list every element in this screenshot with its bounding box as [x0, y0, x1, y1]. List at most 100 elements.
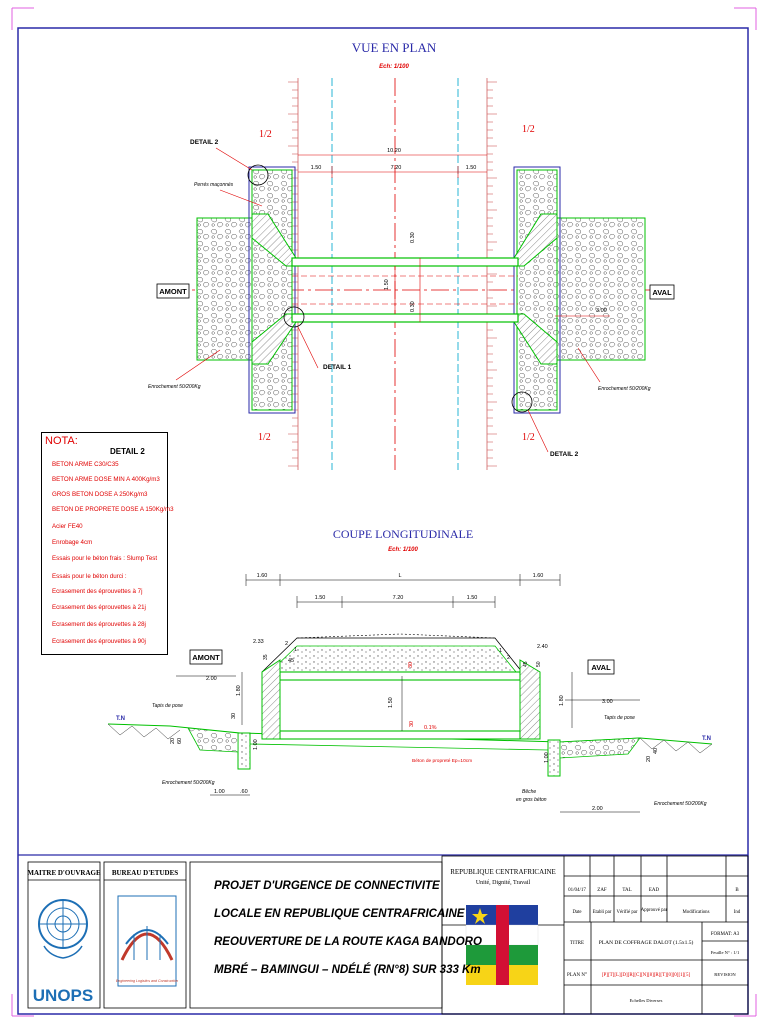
plan-dim-wall-top: 0.30: [410, 232, 416, 243]
sec-dim-mid-left: 1.50: [315, 595, 326, 601]
notes-title: NOTA:: [45, 435, 78, 447]
corner-marks: [11, 7, 757, 1017]
note-line: Essais pour le béton durci :: [52, 573, 127, 580]
amont-label-section: AMONT: [192, 653, 220, 662]
section-title: COUPE LONGITUDINALE: [333, 527, 473, 541]
amont-label-plan: AMONT: [159, 287, 187, 296]
headwall-right-section: [519, 659, 541, 740]
amont-tag-plan: [156, 283, 190, 299]
note-line: Ecrasement des éprouvettes à 7j: [52, 588, 143, 595]
note-line: BETON ARME DOSE MIN A 400Kg/m3: [52, 476, 160, 483]
sec-dim-slab-top: 30: [408, 662, 414, 668]
topsoil-right: Tapis de pose: [604, 715, 635, 721]
slope-ticks-right: [487, 81, 497, 467]
plan-dim-apron: 3.00: [596, 308, 607, 314]
hdr-index: Ind: [734, 910, 741, 915]
headwall-left-frame: [248, 166, 296, 414]
section-dimension-lines: [245, 574, 561, 608]
project-line-4: MBRÉ – BAMINGUI – NDÉLÉ (RN°8) SUR 333 K…: [214, 964, 481, 976]
sec-dim-50-right: 50: [536, 661, 542, 667]
consultant-logo-text: Engineering Logistics and Construction: [116, 979, 178, 983]
ground-hatch-left: [107, 723, 181, 740]
sec-dim-wall-left: 30: [231, 713, 237, 719]
sec-dim-mid-right: 1.50: [467, 595, 478, 601]
half-mark: 1/2: [522, 432, 535, 443]
sec-dim-bot-right: 2.00: [592, 806, 603, 812]
leader-lines: [175, 147, 610, 453]
owner-label: MAITRE D'OUVRAGE: [27, 869, 101, 877]
aval-label-section: AVAL: [591, 663, 611, 672]
car-flag: [465, 905, 539, 985]
sec-dim-ratio-right: 1: [499, 648, 502, 654]
half-mark: 1/2: [258, 432, 271, 443]
sheet-frame: [17, 27, 749, 1015]
notes-detail-label: DETAIL 2: [110, 447, 145, 456]
headwall-right-frame: [513, 166, 561, 414]
sec-dim-h-left: 1.80: [236, 685, 242, 696]
plan-dim-left: 1.50: [311, 165, 322, 171]
culvert-barrel: [291, 257, 519, 323]
sec-dim-top-left: 1.60: [257, 573, 268, 579]
hdr-date: Date: [572, 910, 581, 915]
sec-dim-wall-left-2: 1.00: [253, 739, 259, 750]
detail-2-circle-top: [247, 164, 269, 186]
sec-dim-bot-left-a: 1.00: [214, 789, 225, 795]
note-line: Enrobage 4cm: [52, 539, 93, 546]
half-mark: 1/2: [522, 124, 535, 135]
riprap-left: [196, 217, 258, 361]
detail-1-label: DETAIL 1: [323, 364, 352, 371]
plan-title: VUE EN PLAN: [352, 40, 437, 55]
rev-date: 01/04/17: [568, 888, 586, 893]
sec-dim-slab-bot: 30: [409, 721, 415, 727]
tn-left: T.N: [116, 716, 125, 722]
rev-index: B: [735, 888, 739, 893]
note-line: GROS BETON DOSE A 250Kg/m3: [52, 491, 148, 498]
detail-2-label-bottom: DETAIL 2: [550, 451, 579, 458]
plan-dim-total: 10.20: [387, 148, 401, 154]
cutoff-label-1: Bêche: [522, 789, 536, 795]
unops-logo: UNOPS: [33, 899, 93, 1005]
headwall-right: [516, 169, 558, 411]
project-line-1: PROJET D'URGENCE DE CONNECTIVITE: [214, 880, 440, 892]
masonry-label: Perrés maçonnés: [194, 182, 234, 188]
cutoff-left: [237, 732, 251, 770]
section-vert-dims: [176, 672, 640, 813]
sec-dim-pit-left-a: 20: [170, 738, 176, 744]
amont-tag-section: [189, 649, 223, 665]
hdr-approver: Approuvé par: [641, 908, 668, 913]
notes-box: NOTA: DETAIL 2 BETON ARME C30/C35 BETON …: [41, 432, 174, 655]
lean-concrete: [249, 743, 549, 751]
road-edges: [331, 78, 459, 470]
plan-label: PLAN N°: [567, 973, 587, 978]
sec-dim-top-right: 1.60: [533, 573, 544, 579]
country-name: REPUBLIQUE CENTRAFRICAINE: [450, 868, 556, 876]
project-line-3: REOUVERTURE DE LA ROUTE KAGA BANDORO: [214, 936, 482, 948]
aval-tag-plan: [649, 284, 675, 300]
sec-dim-ratio-right-b: 2: [507, 655, 510, 661]
riprap-label-sec-right: Enrochement 50/200Kg: [654, 801, 707, 807]
tn-right: T.N: [702, 736, 711, 742]
sec-dim-wall-right: 1.00: [544, 752, 550, 763]
hdr-checker: Vérifié par: [617, 910, 638, 915]
flag-star-icon: [472, 908, 488, 924]
aval-tag-section: [587, 659, 615, 675]
hdr-author: Etabli par: [593, 910, 612, 915]
detail-2-circle-bottom: [511, 391, 533, 413]
sec-dim-35-left: 35: [263, 654, 269, 660]
riprap-label-left: Enrochement 50/200Kg: [148, 384, 201, 390]
sec-dim-apron-left: 2.00: [206, 676, 217, 682]
consultant-label: BUREAU D'ETUDES: [112, 869, 178, 877]
plan-dim-middle: 7.20: [391, 165, 402, 171]
riprap-label-right: Enrochement 50/200Kg: [598, 386, 651, 392]
embankment-fill: [269, 645, 517, 673]
plan-code: [P][T][L][D][R][C][N][8][R][T][0][0][1][…: [602, 973, 691, 978]
embankment-outline: [261, 637, 523, 673]
sec-dim-ratio-left: 1: [294, 647, 297, 653]
sec-dim-pit-right-a: 20: [646, 756, 652, 762]
project-line-2: LOCALE EN REPUBLIQUE CENTRAFRICAINE: [214, 908, 465, 920]
sec-dim-h-right: 1.80: [559, 695, 565, 706]
road-surface: [296, 633, 496, 639]
section-scale: Ech: 1/100: [388, 547, 418, 553]
hdr-modifications: Modifications: [683, 910, 710, 915]
